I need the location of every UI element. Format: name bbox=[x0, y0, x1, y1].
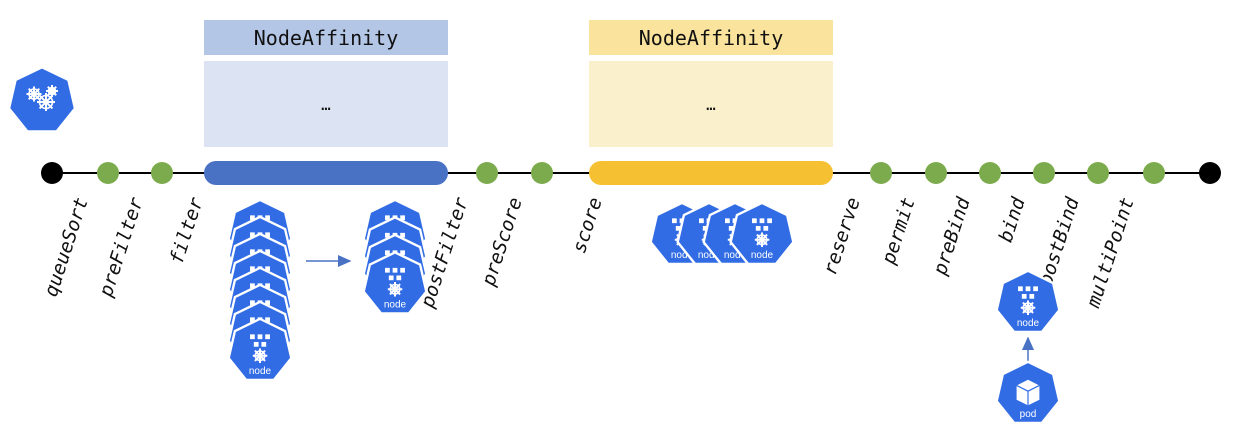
extension-label-prescore: preScore bbox=[477, 195, 527, 290]
extension-point-permit bbox=[925, 162, 947, 184]
filter-phase-bar bbox=[204, 161, 448, 185]
svg-text:node: node bbox=[724, 250, 747, 261]
extension-label-queuesort: queueSort bbox=[40, 195, 93, 300]
extension-point-prefilter bbox=[151, 162, 173, 184]
node-icon-scored-4: node bbox=[729, 201, 795, 266]
extension-label-bind: bind bbox=[995, 194, 1030, 245]
extension-label-permit: permit bbox=[877, 195, 919, 268]
timeline-end bbox=[1199, 162, 1221, 184]
node-icon-filtered-4: node bbox=[362, 251, 428, 315]
svg-text:node: node bbox=[1017, 318, 1040, 329]
filter-plugin-body: … bbox=[204, 61, 448, 147]
extension-point-prebind bbox=[979, 162, 1001, 184]
svg-text:node: node bbox=[671, 250, 694, 261]
extension-point-prescore bbox=[531, 162, 553, 184]
extension-label-filter: filter bbox=[166, 194, 208, 267]
extension-label-prefilter: preFilter bbox=[95, 194, 148, 300]
extension-label-postbind: postBind bbox=[1034, 194, 1084, 289]
node-icon-bound: node bbox=[995, 269, 1061, 334]
extension-point-reserve bbox=[870, 162, 892, 184]
extension-point-queuesort bbox=[97, 162, 119, 184]
score-plugin-body: … bbox=[589, 61, 833, 147]
extension-label-score: score bbox=[568, 195, 607, 256]
extension-point-bind bbox=[1033, 162, 1055, 184]
extension-point-postbind bbox=[1087, 162, 1109, 184]
score-plugin-title: NodeAffinity bbox=[589, 20, 833, 55]
score-phase-bar bbox=[589, 161, 833, 185]
timeline-start bbox=[41, 162, 63, 184]
pod-icon: pod bbox=[995, 360, 1061, 425]
svg-text:pod: pod bbox=[1020, 409, 1037, 420]
node-icon-candidate-8: node bbox=[227, 317, 293, 382]
extension-label-prebind: preBind bbox=[929, 194, 975, 278]
extension-label-multipoint: multiPoint bbox=[1082, 195, 1139, 312]
extension-point-multipoint bbox=[1143, 162, 1165, 184]
svg-text:node: node bbox=[249, 366, 272, 377]
svg-text:node: node bbox=[384, 299, 407, 310]
filter-plugin-title: NodeAffinity bbox=[204, 20, 448, 55]
extension-label-reserve: reserve bbox=[819, 195, 865, 278]
scheduler-icon bbox=[7, 65, 77, 133]
svg-text:node: node bbox=[698, 250, 721, 261]
extension-point-postfilter bbox=[476, 162, 498, 184]
svg-text:node: node bbox=[751, 250, 774, 261]
